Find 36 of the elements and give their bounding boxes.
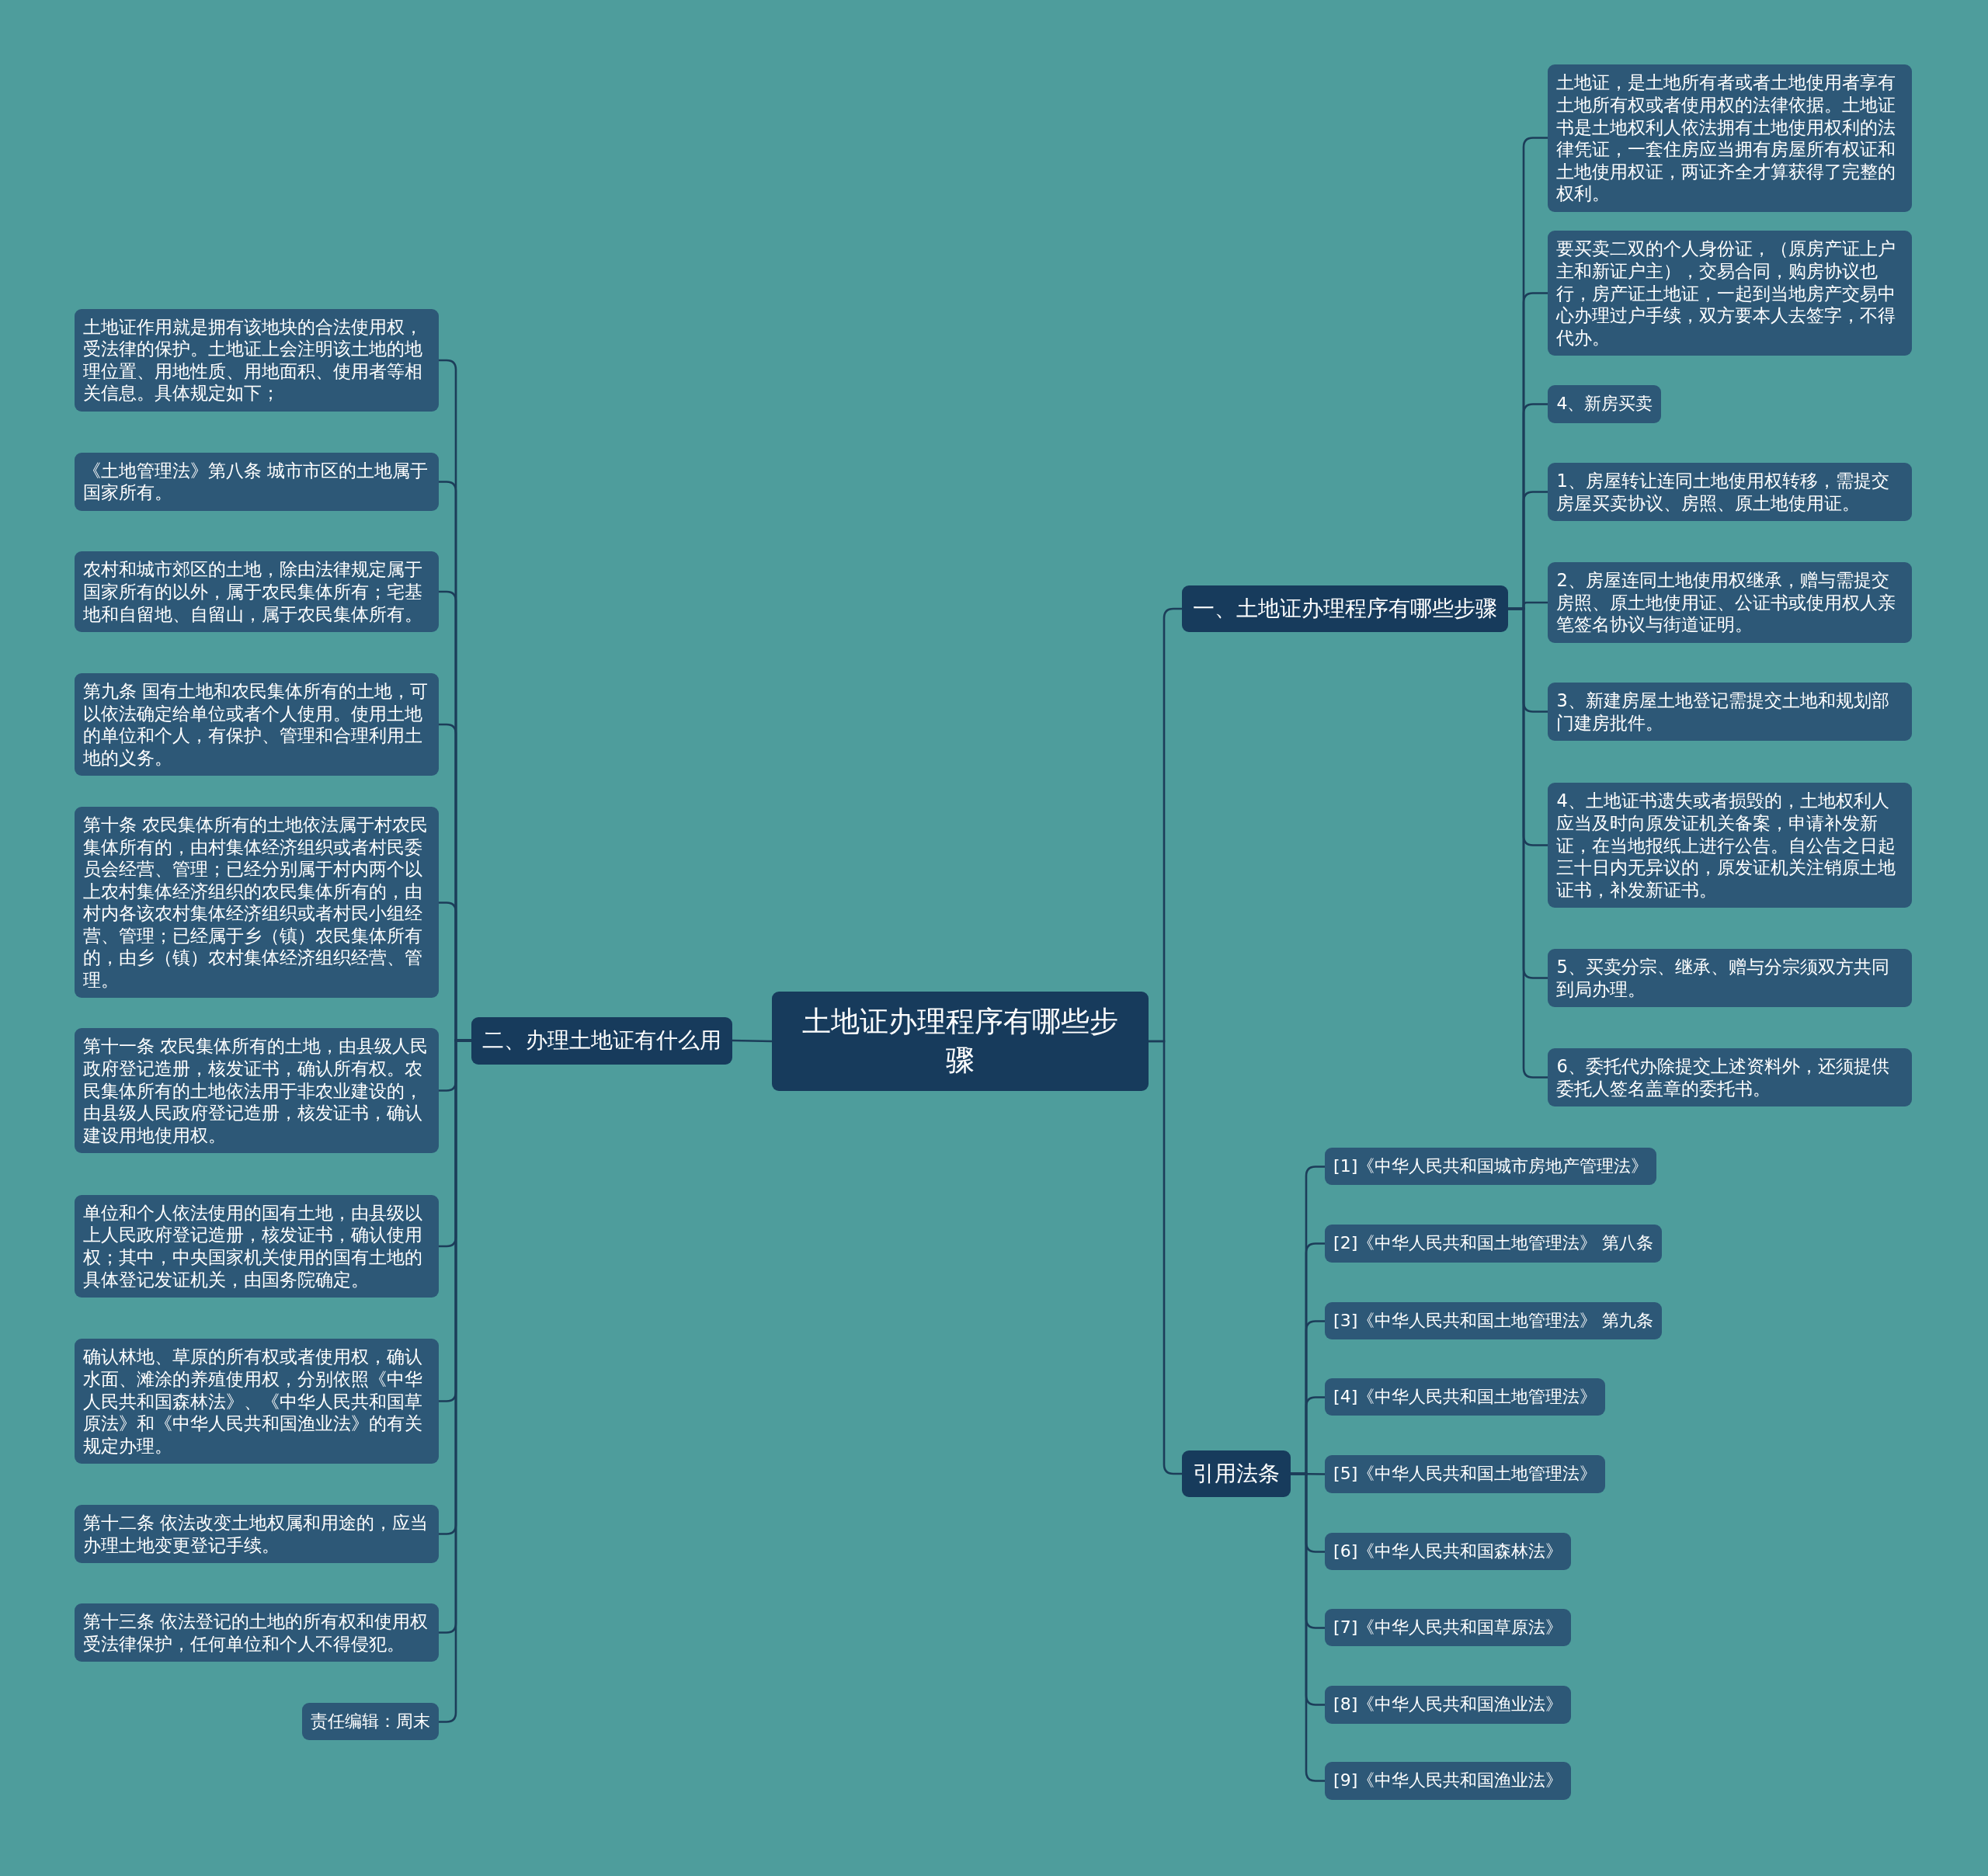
note-box: 第十条 农民集体所有的土地依法属于村农民集体所有的，由村集体经济组织或者村民委员会经营、管理；已经分别属于村内两个以上农村集体经济组织的农民集体所有的，由村内各该农村集体经济组织或者村民小组经营、管理；已经属于乡（镇）农民集体所有的，由乡（镇）农村集体经济组织经营、管理。 xyxy=(75,806,439,999)
central-topic-box: 土地证办理程序有哪些步骤 xyxy=(772,992,1149,1092)
branch-topic-box: 引用法条 xyxy=(1181,1450,1291,1498)
note-box: 《土地管理法》第八条 城市市区的土地属于国家所有。 xyxy=(75,452,439,512)
reference-box: [5]《中华人民共和国土地管理法》 xyxy=(1325,1455,1606,1493)
reference-box: 责任编辑：周末 xyxy=(301,1702,439,1741)
reference-box: [9]《中华人民共和国渔业法》 xyxy=(1325,1762,1572,1800)
note-box: 第十三条 依法登记的土地的所有权和使用权受法律保护，任何单位和个人不得侵犯。 xyxy=(75,1603,439,1662)
reference-box: [8]《中华人民共和国渔业法》 xyxy=(1325,1686,1572,1724)
reference-box: 4、新房买卖 xyxy=(1548,385,1662,423)
note-box: 1、房屋转让连同土地使用权转移，需提交房屋买卖协议、房照、原土地使用证。 xyxy=(1548,462,1913,522)
branch-topic-box: 一、土地证办理程序有哪些步骤 xyxy=(1181,585,1508,633)
note-box: 3、新建房屋土地登记需提交土地和规划部门建房批件。 xyxy=(1548,683,1913,742)
note-box: 土地证，是土地所有者或者土地使用者享有土地所有权或者使用权的法律依据。土地证书是土地权利人依法拥有土地使用权利的法律凭证，一套住房应当拥有房屋所有权证和土地使用权证，两证齐全才算获得了完整的权利。 xyxy=(1548,64,1913,212)
connector-line xyxy=(1149,1040,1182,1475)
branch-topic-box: 二、办理土地证有什么用 xyxy=(471,1017,733,1065)
connector-line xyxy=(732,1039,773,1043)
note-box: 农村和城市郊区的土地，除由法律规定属于国家所有的以外，属于农民集体所有；宅基地和自留地、自留山，属于农民集体所有。 xyxy=(75,551,439,633)
note-box: 第九条 国有土地和农民集体所有的土地，可以依法确定给单位或者个人使用。使用土地的单位和个人，有保护、管理和合理利用土地的义务。 xyxy=(75,673,439,776)
note-box: 4、土地证书遗失或者损毁的，土地权利人应当及时向原发证机关备案，申请补发新证，在当地报纸上进行公告。自公告之日起三十日内无异议的，原发证机关注销原土地证书，补发新证书。 xyxy=(1548,783,1913,908)
note-box: 确认林地、草原的所有权或者使用权，确认水面、滩涂的养殖使用权，分别依照《中华人民共和国森林法》、《中华人民共和国草原法》和《中华人民共和国渔业法》的有关规定办理。 xyxy=(75,1339,439,1464)
note-box: 第十一条 农民集体所有的土地，由县级人民政府登记造册，核发证书，确认所有权。农民集体所有的土地依法用于非农业建设的，由县级人民政府登记造册，核发证书，确认建设用地使用权。 xyxy=(75,1028,439,1154)
reference-box: [2]《中华人民共和国土地管理法》 第八条 xyxy=(1325,1225,1663,1263)
note-box: 6、委托代办除提交上述资料外，还须提供委托人签名盖章的委托书。 xyxy=(1548,1048,1913,1107)
reference-box: [4]《中华人民共和国土地管理法》 xyxy=(1325,1377,1606,1416)
reference-box: [3]《中华人民共和国土地管理法》 第九条 xyxy=(1325,1301,1663,1340)
reference-box: [7]《中华人民共和国草原法》 xyxy=(1325,1608,1572,1647)
reference-box: [1]《中华人民共和国城市房地产管理法》 xyxy=(1325,1147,1657,1186)
note-box: 土地证作用就是拥有该地块的合法使用权，受法律的保护。土地证上会注明该土地的地理位置、用地性质、用地面积、使用者等相关信息。具体规定如下； xyxy=(75,308,439,412)
connector-line xyxy=(1291,1472,1325,1782)
note-box: 2、房屋连同土地使用权继承，赠与需提交房照、原土地使用证、公证书或使用权人亲笔签名协议与街道证明。 xyxy=(1548,562,1913,643)
note-box: 5、买卖分宗、继承、赠与分宗须双方共同到局办理。 xyxy=(1548,949,1913,1008)
note-box: 要买卖二双的个人身份证，（原房产证上户主和新证户主），交易合同，购房协议也行，房产证土地证，一起到当地房产交易中心办理过户手续，双方要本人去签字，不得代办。 xyxy=(1548,231,1913,356)
reference-box: [6]《中华人民共和国森林法》 xyxy=(1325,1532,1572,1571)
note-box: 第十二条 依法改变土地权属和用途的，应当办理土地变更登记手续。 xyxy=(75,1505,439,1564)
note-box: 单位和个人依法使用的国有土地，由县级以上人民政府登记造册，核发证书，确认使用权；其中，中央国家机关使用的国有土地的具体登记发证机关，由国务院确定。 xyxy=(75,1194,439,1298)
